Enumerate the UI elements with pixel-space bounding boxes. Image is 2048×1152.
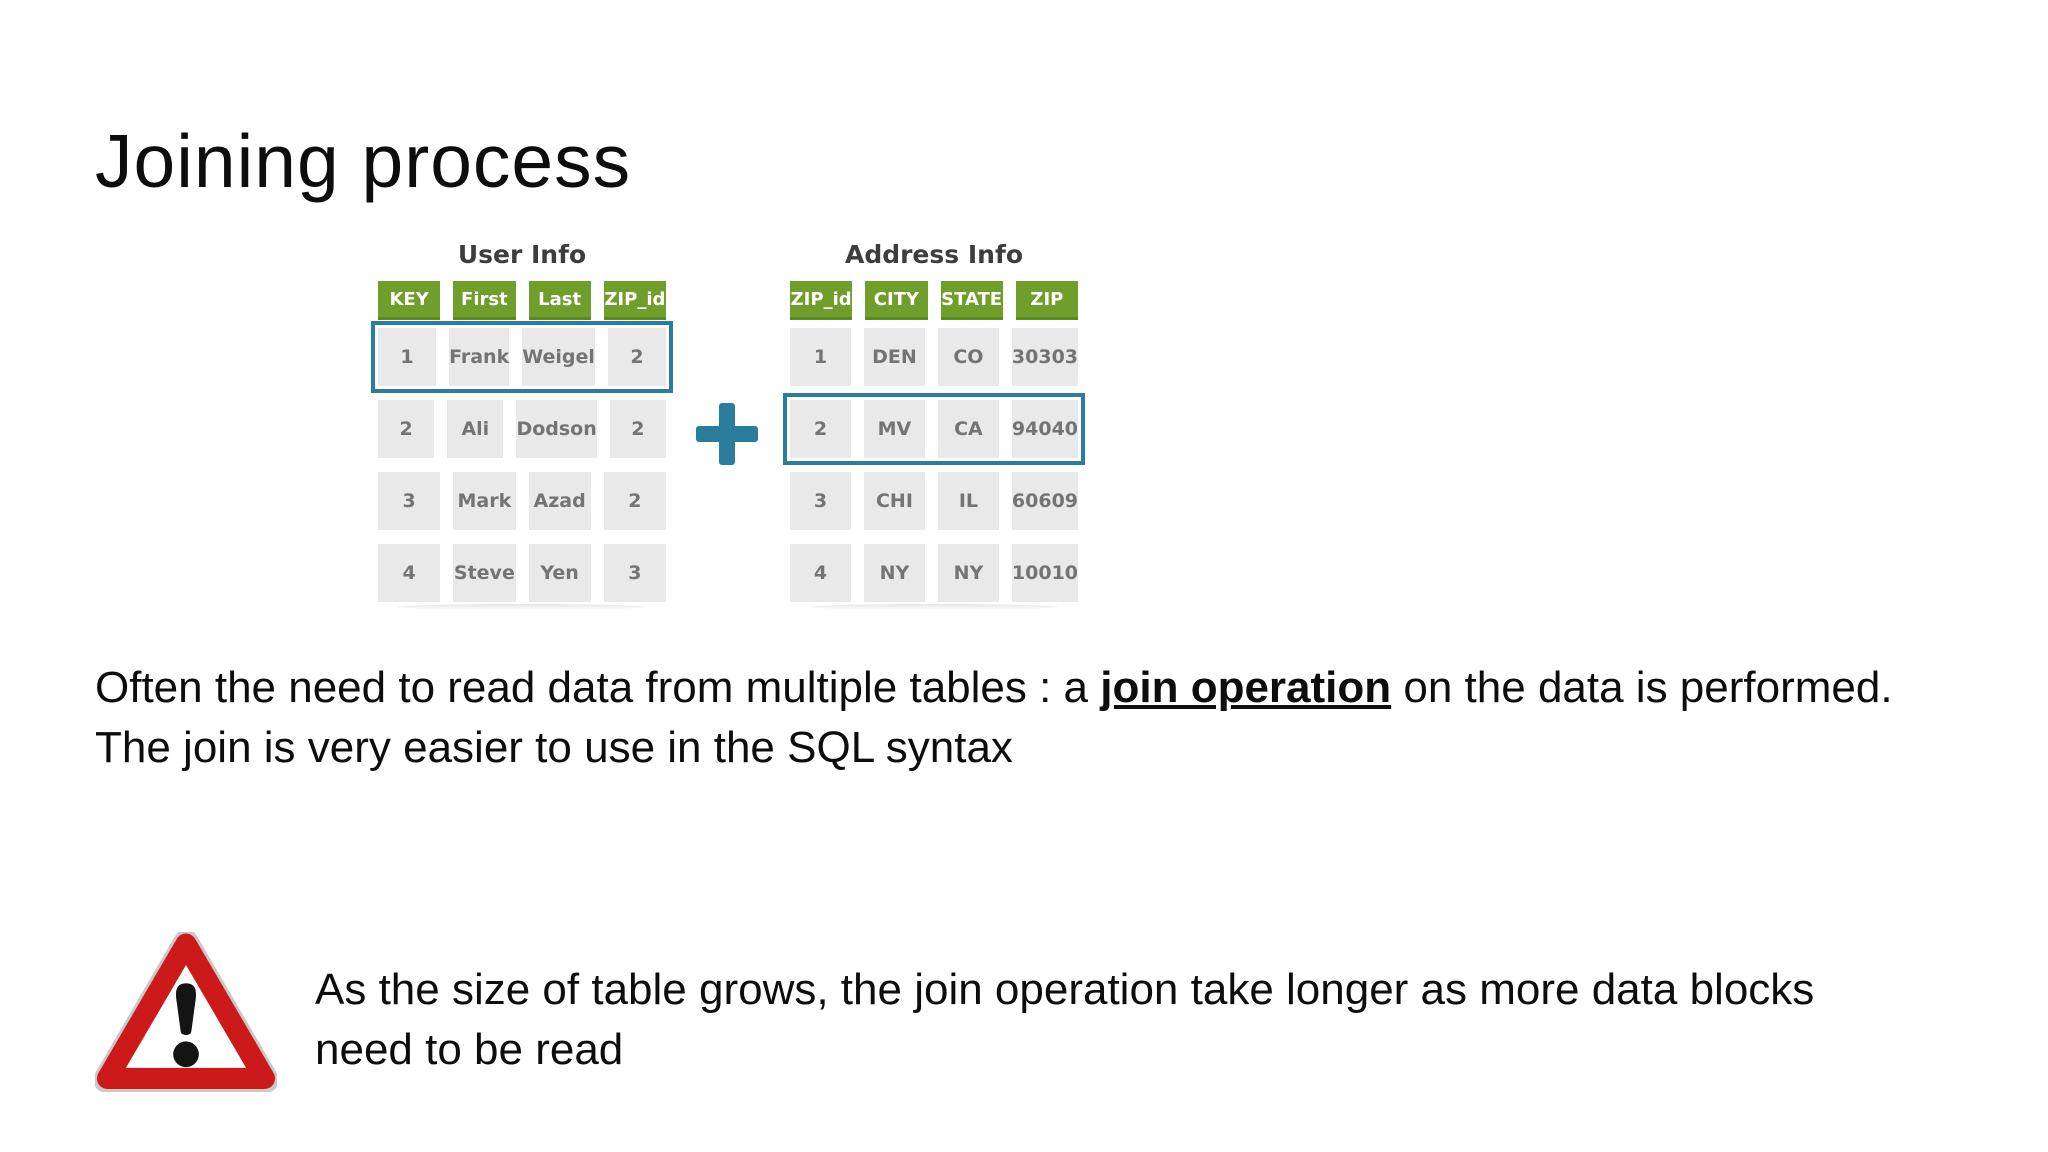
column-header: ZIP (1015, 281, 1078, 320)
table-cell: IL (937, 472, 999, 530)
table-cell: Steve (453, 544, 516, 602)
table-header-row: ZIP_id CITY STATE ZIP (790, 281, 1078, 320)
table-cell: 60609 (1011, 472, 1079, 530)
table-cell: 10010 (1011, 544, 1079, 602)
table-cell: 3 (378, 472, 441, 530)
table-cell: 3 (790, 472, 851, 530)
table-title: Address Info (844, 240, 1024, 269)
warning-text: As the size of table grows, the join ope… (315, 965, 1815, 1074)
column-header: ZIP_id (603, 281, 666, 320)
body-text: Often the need to read data from multipl… (95, 658, 1950, 778)
table-cell: Dodson (516, 400, 597, 458)
table-cell: 2 (603, 472, 666, 530)
page-title: Joining process (95, 119, 632, 203)
table-cell: 2 (790, 400, 851, 458)
table-cell: NY (937, 544, 999, 602)
body-paragraph-2: The join is very easier to use in the SQ… (95, 723, 1013, 772)
table-cell: MV (863, 400, 925, 458)
join-operation-emphasis: join operation (1100, 663, 1392, 712)
table-cell: 94040 (1011, 400, 1079, 458)
table-cell: 1 (378, 328, 437, 386)
table-cell: Azad (528, 472, 591, 530)
table-cell: Mark (453, 472, 516, 530)
warning-section: As the size of table grows, the join ope… (95, 932, 1845, 1092)
table-cell: 4 (790, 544, 851, 602)
table-cell: Weigel (522, 328, 595, 386)
column-header: Last (528, 281, 591, 320)
warning-triangle-icon (95, 932, 277, 1092)
table-cell: 2 (609, 400, 666, 458)
table-cell: DEN (863, 328, 925, 386)
table-cell: CA (937, 400, 999, 458)
table-header-row: KEY First Last ZIP_id (378, 281, 666, 320)
table-cell: 2 (607, 328, 666, 386)
table-cell: CHI (863, 472, 925, 530)
table-cell: Yen (528, 544, 591, 602)
table-cell: CO (937, 328, 999, 386)
column-header: First (453, 281, 516, 320)
table-cell: 2 (378, 400, 435, 458)
body-paragraph-1-post: on the data is performed. (1391, 663, 1893, 712)
table-cell: Ali (447, 400, 504, 458)
table-title: User Info (457, 240, 587, 269)
table-cell: 1 (790, 328, 851, 386)
column-header: CITY (865, 281, 928, 320)
plus-icon (696, 403, 758, 465)
table-cell: 30303 (1011, 328, 1079, 386)
column-header: ZIP_id (790, 281, 853, 320)
table-cell: NY (863, 544, 925, 602)
table-cell: 3 (603, 544, 666, 602)
table-cell: Frank (449, 328, 510, 386)
column-header: KEY (378, 281, 441, 320)
column-header: STATE (940, 281, 1003, 320)
table-cell: 4 (378, 544, 441, 602)
body-paragraph-1-pre: Often the need to read data from multipl… (95, 663, 1101, 712)
